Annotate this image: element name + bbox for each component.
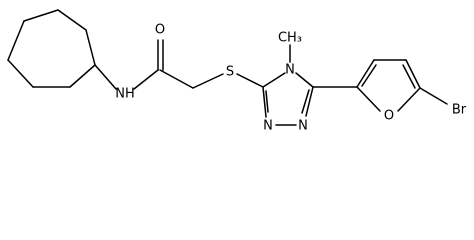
triazole-nitrogen-left-label: N: [263, 119, 273, 134]
furan-ring: [356, 59, 448, 112]
amine-nitrogen-label: NH: [115, 87, 135, 102]
molecule-diagram: NH O S N CH₃ N N O Br: [7, 9, 467, 134]
sulfur-label: S: [226, 65, 234, 80]
triazole-n-methyl-label: N: [285, 63, 295, 78]
thioether-bond: [236, 73, 264, 88]
bromine-label: Br: [452, 103, 467, 118]
carbonyl-oxygen-label: O: [155, 23, 165, 38]
triazole-nitrogen-right-label: N: [298, 119, 308, 134]
cycloheptyl-ring: [7, 9, 96, 88]
triazole-ring: [262, 44, 314, 126]
furan-oxygen-label: O: [384, 109, 394, 124]
amide-linker: [94, 39, 224, 90]
structure-svg: NH O S N CH₃ N N O Br: [7, 9, 467, 134]
methyl-label: CH₃: [278, 31, 302, 46]
